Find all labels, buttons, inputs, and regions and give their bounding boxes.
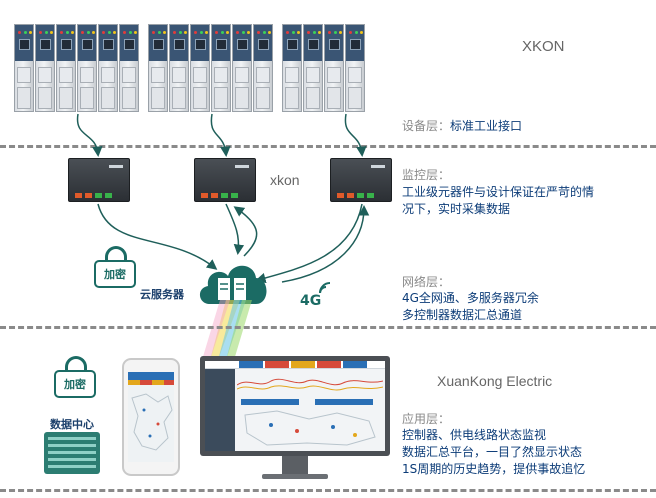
switchgear-cabinet bbox=[190, 24, 210, 112]
switchgear-cabinet bbox=[119, 24, 139, 112]
monitor-stand bbox=[282, 456, 308, 476]
switchgear-cabinet bbox=[98, 24, 118, 112]
lock-icon: 加密 bbox=[54, 356, 98, 400]
signal-icon bbox=[319, 282, 331, 294]
network-layer-title: 网络层： bbox=[402, 275, 451, 289]
switchgear-cabinet bbox=[282, 24, 302, 112]
datacenter-label: 数据中心 bbox=[50, 418, 94, 431]
app-layer-line-2: 数据汇总平台，一目了然显示状态 bbox=[402, 445, 583, 459]
brand-middle-right: XuanKong Electric bbox=[437, 373, 553, 389]
device-layer-text: 标准工业接口 bbox=[450, 119, 523, 133]
switchgear-cabinet bbox=[211, 24, 231, 112]
switchgear-cabinet bbox=[324, 24, 344, 112]
switchgear-cabinet bbox=[56, 24, 76, 112]
switchgear-cabinet bbox=[303, 24, 323, 112]
divider-2 bbox=[0, 326, 656, 329]
switchgear-group-3 bbox=[282, 24, 366, 112]
cloud-server-icon bbox=[199, 265, 267, 304]
brand-top-right: XKON bbox=[522, 38, 565, 55]
monitor-device bbox=[200, 356, 390, 456]
monitor-base bbox=[262, 474, 328, 479]
monitor-layer-line-1: 工业级元器件与设计保证在严苛的情 bbox=[402, 185, 595, 199]
divider-1 bbox=[0, 145, 656, 148]
switchgear-group-1 bbox=[14, 24, 140, 112]
data-beam bbox=[202, 300, 252, 360]
arrow-controller-1-to-cloud bbox=[97, 203, 218, 270]
monitor-layer-title: 监控层： bbox=[402, 168, 451, 182]
device-layer-title: 设备层： bbox=[402, 119, 451, 133]
switchgear-cabinet bbox=[169, 24, 189, 112]
arrow-controller-3-to-cloud bbox=[255, 203, 363, 284]
device-layer-caption: 设备层：标准工业接口 bbox=[402, 117, 522, 135]
arrow-cloud-to-controller-3 bbox=[281, 205, 370, 283]
arrow-cabinet-to-controller-1 bbox=[76, 113, 103, 157]
arrow-controller-2-to-cloud bbox=[225, 203, 245, 255]
phone-device bbox=[122, 358, 180, 476]
switchgear-cabinet bbox=[345, 24, 365, 112]
server-rack-icon bbox=[44, 432, 100, 474]
controller-device bbox=[194, 158, 256, 202]
network-layer-line-1: 4G全网通、多服务器冗余 bbox=[402, 291, 539, 305]
controller-device bbox=[68, 158, 130, 202]
arrow-cabinet-to-controller-3 bbox=[344, 113, 367, 157]
switchgear-cabinet bbox=[14, 24, 34, 112]
arrow-cabinet-to-controller-2 bbox=[210, 113, 231, 157]
arrow-cloud-to-controller-2 bbox=[233, 206, 258, 257]
switchgear-cabinet bbox=[77, 24, 97, 112]
switchgear-cabinet bbox=[253, 24, 273, 112]
signal-badge: 4G bbox=[300, 293, 322, 309]
controller-device bbox=[330, 158, 392, 202]
network-layer-line-2: 多控制器数据汇总通道 bbox=[402, 308, 523, 322]
divider-3 bbox=[0, 489, 656, 492]
app-layer-line-3: 1S周期的历史趋势，提供事故追忆 bbox=[402, 462, 586, 476]
switchgear-cabinet bbox=[35, 24, 55, 112]
phone-screen bbox=[128, 372, 174, 462]
cloud-server-label: 云服务器 bbox=[140, 288, 184, 301]
monitor-layer-line-2: 况下，实时采集数据 bbox=[402, 202, 511, 216]
switchgear-cabinet bbox=[148, 24, 168, 112]
switchgear-group-2 bbox=[148, 24, 274, 112]
controller-brand-label: xkon bbox=[270, 172, 300, 188]
monitor-screen bbox=[205, 361, 385, 451]
app-layer-line-1: 控制器、供电线路状态监视 bbox=[402, 428, 547, 442]
switchgear-cabinet bbox=[232, 24, 252, 112]
lock-icon: 加密 bbox=[94, 246, 138, 290]
app-layer-title: 应用层： bbox=[402, 412, 451, 426]
